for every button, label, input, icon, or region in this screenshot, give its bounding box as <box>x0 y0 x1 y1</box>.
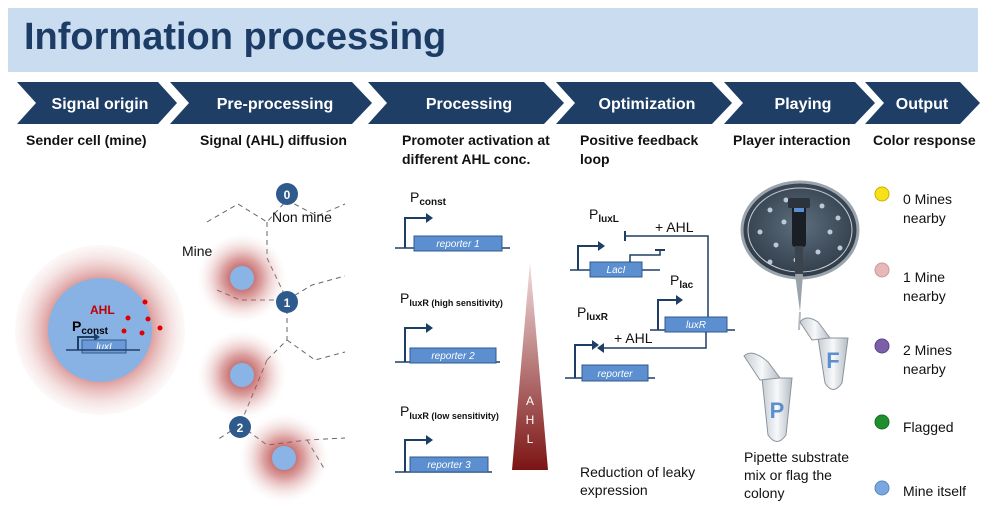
gradient-letter-l: L <box>527 432 534 446</box>
sender-promoter-label: Pconst <box>72 318 109 337</box>
legend-dot-0-mines <box>874 186 890 202</box>
construct-3-reporter: reporter 3 <box>427 460 471 471</box>
gradient-letter-a: A <box>526 394 534 408</box>
legend-text-2-mines: 2 Mines nearby <box>903 342 953 377</box>
subtitle-signal-diffusion: Signal (AHL) diffusion <box>200 132 347 148</box>
construct-2-reporter: reporter 2 <box>431 351 475 362</box>
mine-cells <box>197 233 329 503</box>
sender-arrow-head <box>94 333 100 341</box>
sender-gene-label: luxI <box>96 342 112 353</box>
construct-2-promoter: PluxR (high sensitivity) <box>400 290 503 308</box>
step-chevron-processing: Processing <box>368 82 564 124</box>
node-0-label: 0 <box>284 188 291 202</box>
ahl-input-2: + AHL <box>614 330 653 346</box>
step-chevron-playing: Playing <box>724 82 875 124</box>
step-label-pre-processing: Pre-processing <box>217 96 333 113</box>
legend-text-1-mine: 1 Mine nearby <box>903 269 946 304</box>
p-lac-label: Plac <box>670 272 694 291</box>
diffusion-node-2: 2 <box>229 416 251 438</box>
p-luxl-label: PluxL <box>589 206 619 225</box>
legend-text-mine-itself: Mine itself <box>903 483 967 499</box>
page-title: Information processing <box>24 16 447 58</box>
tube-f-illustration: F <box>799 317 849 390</box>
legend-dot-flagged <box>874 414 890 430</box>
diffusion-node-1: 1 <box>276 291 298 313</box>
step-label-processing: Processing <box>426 96 512 113</box>
subtitle-color-response: Color response <box>873 132 976 148</box>
ahl-input-1: + AHL <box>655 219 694 235</box>
tube-p-illustration: P <box>743 352 793 442</box>
tube-p-label: P <box>770 398 785 423</box>
luxr-label: luxR <box>686 320 706 331</box>
step-chevron-pre-processing: Pre-processing <box>170 82 372 124</box>
optimization-note: Reduction of leaky expression <box>580 464 696 498</box>
subtitle-positive-feedback: Positive feedback loop <box>580 132 699 167</box>
construct-3-promoter: PluxR (low sensitivity) <box>400 403 499 421</box>
non-mine-label: Non mine <box>272 209 332 225</box>
gradient-letter-h: H <box>526 413 535 427</box>
step-chevron-optimization: Optimization <box>556 82 732 124</box>
subtitle-promoter-activation: Promoter activation at different AHL con… <box>402 132 550 167</box>
step-chevron-output: Output <box>865 82 980 124</box>
step-chevron-signal-origin: Signal origin <box>17 82 177 124</box>
construct-reporter-2: PluxR (high sensitivity) reporter 2 <box>395 290 503 364</box>
mine-label: Mine <box>182 243 213 259</box>
sender-promoter-arrow <box>77 336 94 350</box>
tube-f-label: F <box>826 348 839 373</box>
step-label-signal-origin: Signal origin <box>52 96 149 113</box>
subtitle-player-interaction: Player interaction <box>733 132 851 148</box>
node-1-label: 1 <box>284 296 291 310</box>
opt-reporter-label: reporter <box>597 369 633 380</box>
ahl-gradient-wedge: A H L <box>512 262 548 470</box>
output-legend-dots <box>874 186 890 496</box>
legend-dot-1-mine <box>874 262 890 278</box>
construct-reporter-3: PluxR (low sensitivity) reporter 3 <box>395 403 499 473</box>
construct-1-reporter: reporter 1 <box>436 239 479 250</box>
step-label-playing: Playing <box>775 96 832 113</box>
diffusion-node-0: 0 <box>276 183 298 205</box>
construct-1-promoter: Pconst <box>410 189 447 208</box>
node-2-label: 2 <box>237 421 244 435</box>
step-label-output: Output <box>896 96 949 113</box>
construct-reporter-1: Pconst reporter 1 <box>395 189 510 252</box>
legend-text-flagged: Flagged <box>903 419 954 435</box>
ahl-dots <box>121 299 163 336</box>
legend-dot-2-mines <box>874 338 890 354</box>
sender-cell: AHL Pconst luxI <box>15 245 185 415</box>
playing-note: Pipette substrate mix or flag the colony <box>744 449 850 501</box>
pipette-illustration <box>788 198 810 331</box>
p-luxr-label: PluxR <box>577 304 609 323</box>
legend-text-0-mines: 0 Mines nearby <box>903 191 953 226</box>
legend-dot-mine-itself <box>874 480 890 496</box>
laci-label: LacI <box>607 265 626 276</box>
feedback-loop-circuit: PluxL LacI + AHL Plac luxR + AHL PluxR r… <box>565 206 735 382</box>
subtitle-sender-cell: Sender cell (mine) <box>26 132 147 148</box>
title-banner <box>8 8 978 72</box>
step-label-optimization: Optimization <box>599 96 696 113</box>
sender-ahl-label: AHL <box>90 303 115 317</box>
